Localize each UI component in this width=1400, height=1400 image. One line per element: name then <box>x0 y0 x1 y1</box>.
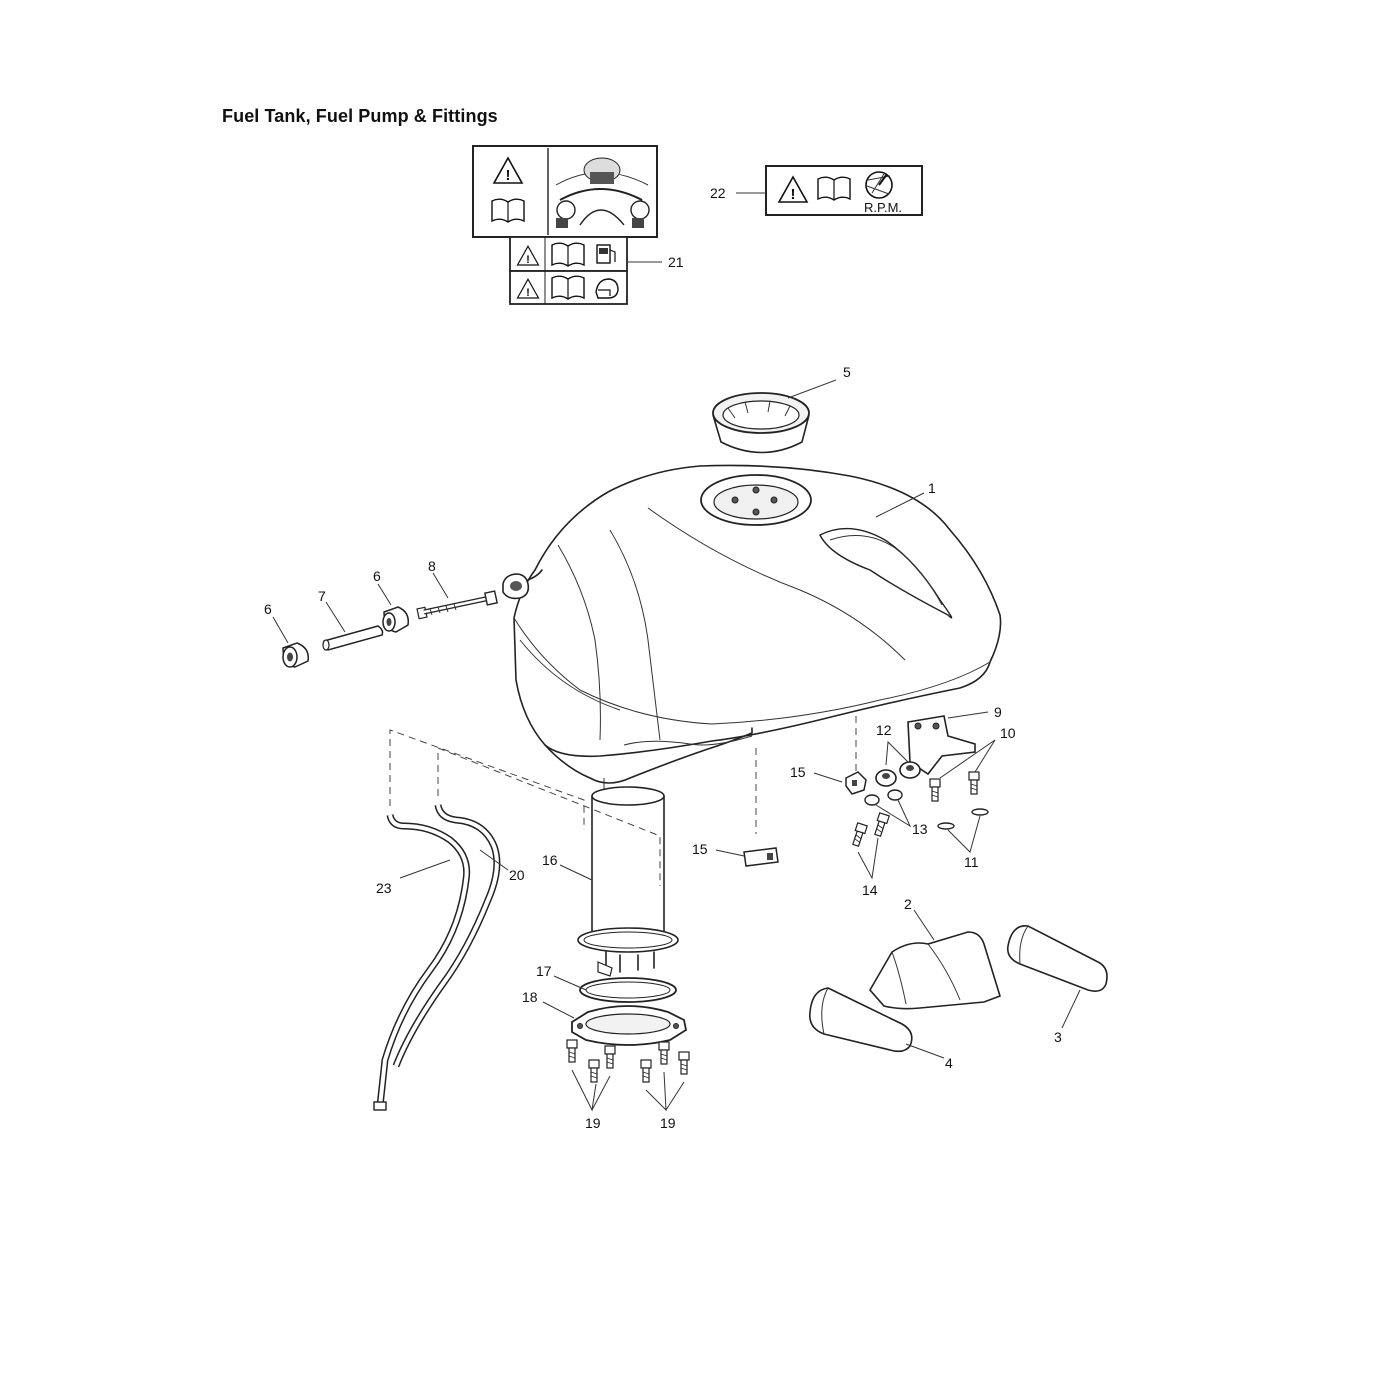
bolt-icon <box>566 1039 578 1063</box>
rpm-label: R.P.M. <box>864 200 902 215</box>
callout-22: 22 <box>710 185 726 201</box>
callout-19b: 19 <box>660 1115 676 1131</box>
grommet-front <box>282 642 310 668</box>
callout-17: 17 <box>536 963 552 979</box>
spacers <box>864 789 903 806</box>
callout-15a: 15 <box>692 841 708 857</box>
knee-pad-right <box>1006 925 1108 992</box>
callout-15b: 15 <box>790 764 806 780</box>
grommet-rear <box>382 606 410 633</box>
o-ring-seal <box>579 977 677 1003</box>
callout-8: 8 <box>428 558 436 574</box>
bolt-icon <box>872 812 890 838</box>
page-title: Fuel Tank, Fuel Pump & Fittings <box>222 106 498 126</box>
tachometer-icon <box>865 171 893 199</box>
mounting-bolt <box>416 590 498 620</box>
callout-14: 14 <box>862 882 878 898</box>
cable-clip-lower <box>743 847 779 867</box>
callout-9: 9 <box>994 704 1002 720</box>
bolt-icon <box>640 1059 652 1083</box>
rear-mount-bracket <box>907 715 976 776</box>
callout-16: 16 <box>542 852 558 868</box>
bolt-icon <box>588 1059 600 1083</box>
bolt-icon <box>678 1051 690 1075</box>
callout-18: 18 <box>522 989 538 1005</box>
washers <box>937 808 989 830</box>
callout-3: 3 <box>1054 1029 1062 1045</box>
callout-10: 10 <box>1000 725 1016 741</box>
drain-hose <box>392 804 501 1068</box>
tank-pad-center <box>869 931 1001 1010</box>
spacer-tube <box>322 625 384 651</box>
fuel-pump-icon <box>596 244 616 264</box>
bolt-icon <box>968 771 980 795</box>
breather-hose <box>376 814 471 1107</box>
warning-label-small-helmet <box>509 270 628 305</box>
rubber-mounts <box>875 761 921 787</box>
motorcycle-rider-icon <box>555 157 650 228</box>
rpm-warning-label: R.P.M. <box>765 165 923 216</box>
pump-bolts <box>566 1039 690 1083</box>
bolt-icon <box>658 1041 670 1065</box>
callout-6b: 6 <box>373 568 381 584</box>
callout-21: 21 <box>668 254 684 270</box>
callout-20: 20 <box>509 867 525 883</box>
filler-cap-ring <box>712 392 810 454</box>
cable-clip-upper <box>845 771 867 795</box>
callout-7: 7 <box>318 588 326 604</box>
rear-bolts <box>929 771 980 802</box>
helmet-icon <box>595 278 619 299</box>
warning-label-large <box>472 145 658 238</box>
manual-book-icon <box>817 176 851 201</box>
fuel-pump <box>577 786 679 977</box>
manual-book-icon <box>491 198 525 223</box>
fuel-tank <box>502 464 1002 784</box>
callout-19a: 19 <box>585 1115 601 1131</box>
callout-2: 2 <box>904 896 912 912</box>
bolt-icon <box>929 778 941 802</box>
manual-book-icon <box>551 242 585 267</box>
warning-label-small-fuel <box>509 236 628 272</box>
bolt-icon <box>604 1045 616 1069</box>
manual-book-icon <box>551 275 585 300</box>
callout-6a: 6 <box>264 601 272 617</box>
bracket-bolts <box>850 812 890 848</box>
bolt-icon <box>850 822 868 848</box>
callout-23: 23 <box>376 880 392 896</box>
callout-4: 4 <box>945 1055 953 1071</box>
callout-12: 12 <box>876 722 892 738</box>
callout-13: 13 <box>912 821 928 837</box>
callout-1: 1 <box>928 480 936 496</box>
callout-11: 11 <box>964 854 979 870</box>
pump-retaining-plate <box>571 1005 688 1046</box>
callout-5: 5 <box>843 364 851 380</box>
